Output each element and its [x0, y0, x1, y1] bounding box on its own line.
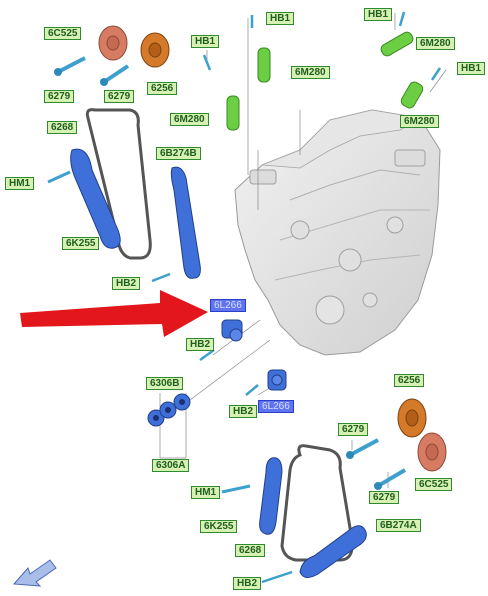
solenoid-6m280-left — [226, 95, 240, 131]
timing-chain-lower — [280, 444, 354, 562]
label-6268-bottom: 6268 — [235, 544, 266, 557]
label-hb2-top: HB2 — [112, 277, 141, 290]
bolt-6279-bottom-a — [346, 438, 379, 459]
bolt-6279-bottom-b — [374, 468, 407, 490]
bolt-6279-top-mid — [100, 64, 130, 86]
bolt-6279-top-left — [54, 56, 86, 76]
solenoid-6m280-top — [257, 47, 271, 83]
sprocket-set-6306 — [147, 393, 191, 427]
chain-guide-6k255-top — [70, 148, 121, 249]
timing-chain-upper — [85, 108, 152, 260]
label-hb2-low: HB2 — [229, 405, 258, 418]
tensioner-6l266-low — [267, 369, 287, 391]
label-6256-top: 6256 — [147, 82, 178, 95]
label-6279-bottom-b: 6279 — [369, 491, 400, 504]
label-6k255-bottom: 6K255 — [200, 520, 238, 533]
label-6279-top-mid: 6279 — [104, 90, 135, 103]
direction-arrow-icon — [12, 559, 57, 587]
bolt-hm1-bottom — [221, 484, 251, 494]
solenoid-6m280-right-top — [380, 31, 414, 57]
cam-phaser-6c525-bottom — [417, 432, 447, 472]
label-6m280-c: 6M280 — [170, 113, 209, 126]
engine-block — [234, 109, 441, 356]
label-hb1-top-b: HB1 — [364, 8, 393, 21]
tensioner-6l266-mid — [221, 319, 243, 342]
label-6268-top: 6268 — [47, 121, 78, 134]
red-pointer-arrow — [20, 290, 208, 337]
label-6l266-a: 6L266 — [210, 299, 246, 312]
chain-guide-6k255-bottom — [259, 457, 283, 535]
label-6306b: 6306B — [146, 377, 184, 390]
bolt-hb2-mid — [199, 348, 215, 362]
label-6306a: 6306A — [152, 459, 190, 472]
label-hb1-top-c: HB1 — [457, 62, 486, 75]
label-6279-top-left: 6279 — [44, 90, 75, 103]
label-6l266-b: 6L266 — [258, 400, 294, 413]
label-6b274a: 6B274A — [376, 519, 421, 532]
label-6279-bottom-a: 6279 — [338, 423, 369, 436]
chain-guide-6b274a — [299, 525, 367, 578]
label-6c525-top: 6C525 — [44, 27, 82, 40]
label-hb2-mid: HB2 — [186, 338, 215, 351]
label-hb1-top-a: HB1 — [266, 12, 295, 25]
label-hm1-top: HM1 — [5, 177, 35, 190]
label-6b274b: 6B274B — [156, 147, 201, 160]
bolt-hb2-low — [245, 384, 259, 396]
label-6m280-b: 6M280 — [291, 66, 330, 79]
label-6k255-top: 6K255 — [62, 237, 100, 250]
label-6256-bottom: 6256 — [394, 374, 425, 387]
small-bolt-hb1 — [202, 11, 442, 81]
bolt-hb2-bottom — [261, 570, 293, 584]
label-hb1-mid: HB1 — [191, 35, 220, 48]
cam-phaser-6256-bottom — [397, 398, 427, 438]
bolt-hb2-top — [151, 272, 171, 283]
label-6m280-d: 6M280 — [400, 115, 439, 128]
solenoid-6m280-right — [400, 81, 424, 109]
cam-phaser-6c525-top — [98, 25, 128, 61]
label-6c525-bottom: 6C525 — [415, 478, 453, 491]
chain-guide-6b274b — [170, 166, 201, 279]
label-6m280-a: 6M280 — [416, 37, 455, 50]
label-hb2-bottom: HB2 — [233, 577, 262, 590]
bolt-hm1-top — [47, 170, 71, 184]
cam-phaser-6256-top — [140, 32, 170, 68]
label-hm1-bottom: HM1 — [191, 486, 221, 499]
